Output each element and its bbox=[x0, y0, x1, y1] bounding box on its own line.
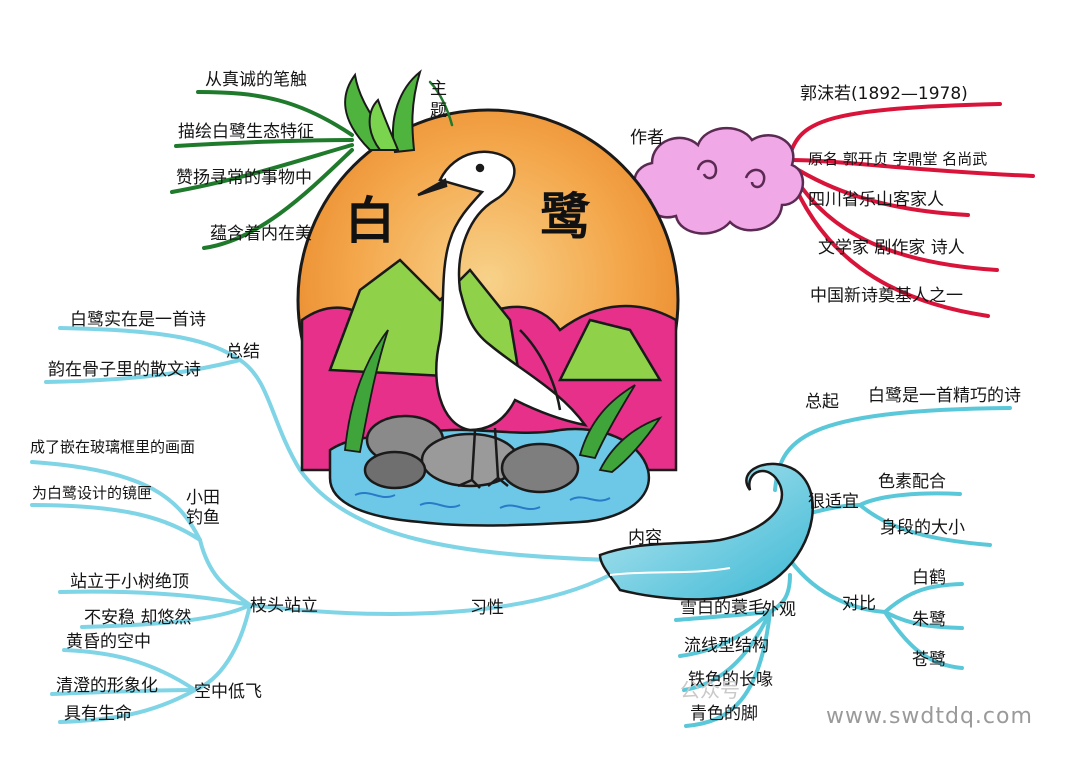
habits-flight-item-3: 具有生命 bbox=[64, 704, 132, 724]
content-appearance-item-1: 雪白的蓑毛 bbox=[680, 598, 765, 618]
content-appropriate-label: 很适宜 bbox=[808, 492, 859, 512]
author-item-4: 文学家 剧作家 诗人 bbox=[818, 238, 965, 258]
content-appearance-item-3: 铁色的长喙 bbox=[688, 670, 773, 690]
summary-item-2: 韵在骨子里的散文诗 bbox=[48, 360, 201, 380]
habits-perch-item-1: 站立于小树绝顶 bbox=[70, 572, 189, 592]
content-intro-label: 总起 bbox=[805, 392, 839, 412]
content-appearance-item-2: 流线型结构 bbox=[684, 636, 769, 656]
watermark-faint: 公众号 bbox=[680, 678, 740, 702]
theme-item-1: 从真诚的笔触 bbox=[205, 70, 307, 90]
habits-perch-label: 枝头站立 bbox=[250, 596, 318, 616]
theme-branches bbox=[170, 90, 354, 250]
summary-branches bbox=[44, 326, 612, 562]
content-appearance-label: 外观 bbox=[762, 600, 796, 620]
reeds bbox=[344, 329, 663, 473]
content-appropriate-item-2: 身段的大小 bbox=[880, 518, 965, 538]
content-contrast-item-1: 白鹤 bbox=[912, 568, 946, 588]
content-appropriate-item-1: 色素配合 bbox=[878, 472, 946, 492]
cloud-decoration bbox=[633, 126, 805, 235]
author-label: 作者 bbox=[630, 128, 664, 148]
theme-item-3: 赞扬寻常的事物中 bbox=[176, 168, 312, 188]
theme-item-2: 描绘白鹭生态特征 bbox=[178, 122, 314, 142]
center-title-char-2: 鹭 bbox=[540, 188, 590, 246]
content-intro-text: 白鹭是一首精巧的诗 bbox=[868, 386, 1021, 406]
author-item-1: 郭沫若(1892—1978) bbox=[800, 84, 968, 104]
content-label: 内容 bbox=[628, 528, 662, 548]
author-item-5: 中国新诗奠基人之一 bbox=[810, 286, 963, 306]
watermark: www.swdtdq.com bbox=[826, 704, 1033, 729]
wave-decoration bbox=[598, 462, 814, 601]
habits-branches bbox=[30, 460, 612, 724]
habits-fishing-item-1: 成了嵌在玻璃框里的画面 bbox=[30, 438, 196, 456]
content-branches bbox=[674, 406, 1012, 728]
content-contrast-item-3: 苍鹭 bbox=[912, 650, 946, 670]
content-contrast-item-2: 朱鹭 bbox=[912, 610, 946, 630]
habits-label: 习性 bbox=[470, 598, 504, 618]
content-appearance-item-4: 青色的脚 bbox=[690, 704, 758, 724]
habits-flight-item-1: 黄昏的空中 bbox=[66, 632, 151, 652]
pond bbox=[328, 414, 651, 527]
habits-flight-label: 空中低飞 bbox=[194, 682, 262, 702]
habits-flight-item-2: 清澄的形象化 bbox=[56, 676, 158, 696]
label-connectors bbox=[428, 80, 454, 127]
summary-item-1: 白鹭实在是一首诗 bbox=[70, 310, 206, 330]
theme-label: 主题 bbox=[430, 79, 447, 122]
habits-fishing-item-2: 为白鹭设计的镜匣 bbox=[32, 484, 153, 502]
author-item-2: 原名 郭开贞 字鼎堂 名尚武 bbox=[808, 150, 988, 168]
habits-fishing-label: 小田钓鱼 bbox=[186, 488, 220, 529]
summary-label: 总结 bbox=[226, 342, 260, 362]
center-title-char-1: 白 bbox=[345, 192, 395, 250]
habits-perch-item-2: 不安稳 却悠然 bbox=[84, 608, 192, 628]
egret-illustration bbox=[417, 150, 588, 489]
theme-item-4: 蕴含着内在美 bbox=[210, 224, 312, 244]
content-contrast-label: 对比 bbox=[842, 594, 876, 614]
grass-leaves bbox=[344, 69, 422, 154]
author-branches bbox=[788, 102, 1035, 318]
author-item-3: 四川省乐山客家人 bbox=[808, 190, 944, 210]
